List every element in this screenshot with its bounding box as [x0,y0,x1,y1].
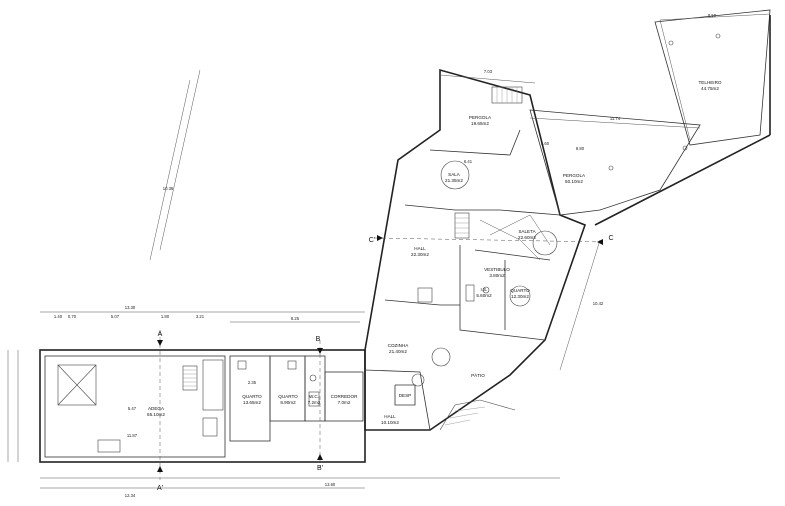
room-area-quarto2: 8.90m2 [280,400,296,405]
room-name-quarto2: QUARTO [278,394,298,399]
dimension-lines [7,13,771,489]
dim-d10: 8.80 [576,146,585,151]
room-area-wc2: 5.60m2 [476,293,492,298]
pergola2-outline [529,109,701,216]
room-name-pergola1: PERGOLA [469,115,492,120]
dim-d5: 3.21 [196,314,205,319]
stairs-hall [454,212,470,239]
cozinha-round-table [431,347,451,367]
dim-top-total: 13.30 [125,305,136,310]
dim-bottom-right: 13.60 [325,482,336,487]
room-name-quarto1: QUARTO [242,394,262,399]
dim-d6: 8.25 [291,316,300,321]
wc1-walls [304,355,326,422]
dim-d14: 10.36 [163,186,174,191]
section-c-label: C [608,235,613,242]
room-area-sala: 21.35m2 [445,178,463,183]
window-1 [237,360,247,370]
adega-walls [44,355,226,458]
left-wing [39,349,366,463]
room-name-wc2: I.S. [481,287,488,292]
hall-ws [417,287,433,303]
room-name-sala: SALA [448,172,461,177]
dim-d9: 4.60 [541,141,550,146]
section-b-label: B [316,336,321,343]
room-labels: ADEGA 65.10m2 QUARTO 13.65m2 QUARTO 8.90… [147,80,722,425]
central-outline [364,68,587,431]
room-area-saleta: 22.60m2 [518,235,536,240]
room-area-pergola1: 19.65m2 [471,121,489,126]
room-name-desp: DESP [399,393,412,398]
room-area-telheiro: 44.75m2 [701,86,719,91]
adega-store [202,359,224,411]
dim-bottom-left: 12.34 [125,493,136,498]
section-marks: A A' B B' C' C [157,235,614,492]
room-area-cozinha: 21.40m2 [389,349,407,354]
room-name-telheiro: TELHEIRO [699,80,722,85]
room-name-adega: ADEGA [148,406,165,411]
dim-d3: 5.07 [111,314,120,319]
dim-d13: 6.41 [464,159,473,164]
room-area-wc1: 7.2m2 [308,400,321,405]
adega-counter [97,439,121,453]
dim-d4: 1.80 [161,314,170,319]
room-name-corredor: CORREDOR [331,394,358,399]
room-area-pergola2: 50.10m2 [565,179,583,184]
sala-dash [440,160,470,190]
wc1-toilet [309,374,317,382]
section-a-label: A [158,331,163,338]
is-toilet [482,286,490,294]
dim-d7: 7.03 [484,69,493,74]
room-name-quarto3: QUARTO [510,288,530,293]
central-wing [364,68,587,431]
room-area-corredor: 7.0m2 [338,400,351,405]
room-area-quarto1: 13.65m2 [243,400,261,405]
room-name-saleta: SALETA [518,229,536,234]
dimension-texts: 13.30 12.34 13.60 8.50 1.40 0.70 5.07 1.… [54,13,717,498]
adega-sink [202,417,218,437]
dim-d8: 11.74 [610,116,621,121]
room-area-hall1: 10.10m2 [381,420,399,425]
room-name-cozinha: COZINHA [388,343,410,348]
pergola-telheiro [529,9,771,226]
dim-d16: 11.87 [127,433,138,438]
corredor-walls [324,371,364,422]
room-name-hall2: HALL [414,246,426,251]
room-area-quarto3: 12.30m2 [511,294,529,299]
room-name-wc1: W.C. [309,394,319,399]
room-area-adega: 65.10m2 [147,412,165,417]
wc1-bath [308,391,320,407]
adega-tank [57,364,97,406]
section-c-prime-label: C' [369,237,375,244]
room-name-patio: PÁTIO [471,372,485,378]
dim-d2: 0.70 [68,314,77,319]
dim-d11: 10.42 [593,301,604,306]
dim-top-right: 8.50 [708,13,717,18]
quarto3-dash [509,285,531,307]
quarto2-walls [269,355,306,422]
room-name-pergola2: PERGOLA [563,173,586,178]
is-bath [465,284,475,302]
dim-d15: 5.47 [128,406,137,411]
section-a-prime-label: A' [157,485,163,492]
room-name-vestibulo: VESTIBULO [484,267,510,272]
saleta-dash [532,230,558,256]
cozinha-oven [411,373,425,387]
room-area-hall2: 22.30m2 [411,252,429,257]
dim-d1: 1.40 [54,314,63,319]
section-b-prime-label: B' [317,465,323,472]
telheiro-outline [654,9,771,146]
dim-d12: 2.35 [248,380,257,385]
room-area-vestibulo: 3.80m2 [489,273,505,278]
window-2 [287,360,297,370]
room-name-hall1: HALL [384,414,396,419]
